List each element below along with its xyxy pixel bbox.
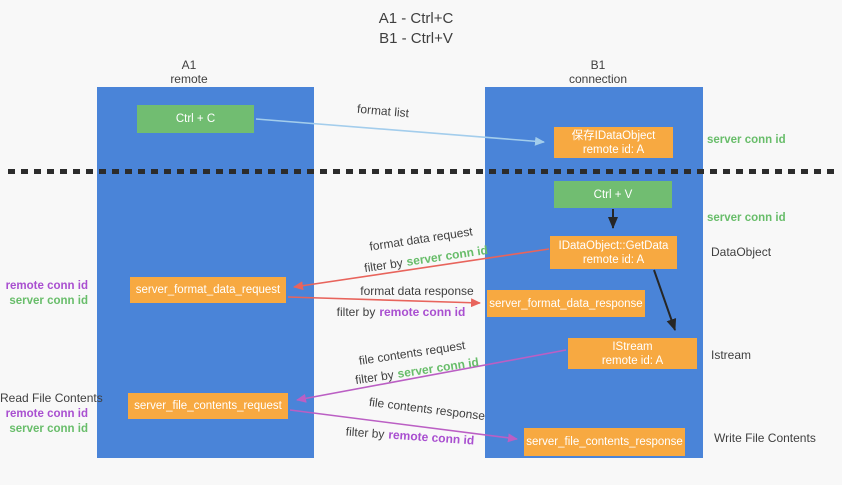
box-file-response-label: server_file_contents_response — [526, 436, 683, 448]
box-format-response-label: server_format_data_response — [489, 297, 643, 310]
left-annotation-file-conn-ids: remote conn id server conn id — [0, 407, 88, 437]
box-format-request-label: server_format_data_request — [135, 284, 281, 296]
filter-by-text: filter by — [354, 367, 395, 388]
lane-b1-name: B1 — [590, 58, 606, 72]
diagram-title: A1 - Ctrl+C B1 - Ctrl+V — [316, 9, 516, 49]
lane-b1-role: connection — [568, 72, 628, 86]
left-annotation-format-conn-ids: remote conn id server conn id — [0, 279, 88, 309]
label-format-list: format list — [356, 101, 410, 121]
filter-by-text: filter by — [345, 424, 385, 442]
right-annotation-istream: Istream — [711, 348, 752, 362]
filter-by-text: filter by — [336, 305, 376, 319]
box-getdata-line1: IDataObject::GetData — [558, 239, 669, 252]
box-save-idataobject-line2: remote id: A — [582, 143, 645, 156]
box-file-request-label: server_file_contents_request — [134, 400, 282, 412]
box-save-idataobject: 保存IDataObject remote id: A — [554, 127, 673, 158]
title-line-1: A1 - Ctrl+C — [378, 10, 454, 27]
label-format-data-response: format data response — [360, 284, 474, 298]
title-line-2: B1 - Ctrl+V — [379, 30, 453, 47]
lane-a1-name: A1 — [181, 58, 197, 72]
server-conn-id-label: server conn id — [9, 423, 88, 435]
box-ctrl-c-label: Ctrl + C — [175, 113, 216, 125]
box-server-format-data-response: server_format_data_response — [487, 290, 645, 317]
lane-header-a1: A1 remote — [119, 58, 259, 86]
server-conn-id-text: server conn id — [405, 242, 489, 269]
box-server-file-contents-response: server_file_contents_response — [524, 428, 685, 456]
filter-by-text: filter by — [363, 255, 404, 276]
box-ctrl-v-label: Ctrl + V — [593, 188, 633, 201]
box-getdata-line2: remote id: A — [582, 253, 645, 266]
box-save-idataobject-line1: 保存IDataObject — [571, 129, 656, 142]
dashed-separator-line — [8, 169, 834, 174]
label-file-contents-response: file contents response — [368, 394, 486, 424]
box-idataobject-getdata: IDataObject::GetData remote id: A — [550, 236, 677, 269]
left-annotation-read-file-contents: Read File Contents — [0, 391, 103, 405]
box-istream: IStream remote id: A — [568, 338, 697, 369]
remote-conn-id-text: remote conn id — [379, 305, 466, 319]
box-ctrl-v: Ctrl + V — [554, 181, 672, 208]
remote-conn-id-label: remote conn id — [5, 408, 88, 420]
box-ctrl-c: Ctrl + C — [137, 105, 254, 133]
box-istream-line2: remote id: A — [601, 354, 664, 367]
server-conn-id-label: server conn id — [9, 295, 88, 307]
remote-conn-id-label: remote conn id — [5, 280, 88, 292]
right-annotation-dataobject: DataObject — [711, 245, 772, 259]
right-annotation-write-file-contents: Write File Contents — [714, 431, 816, 445]
box-istream-line1: IStream — [612, 340, 653, 353]
lane-header-b1: B1 connection — [528, 58, 668, 86]
right-annotation-server-conn-id-top: server conn id — [707, 134, 786, 146]
box-server-format-data-request: server_format_data_request — [130, 277, 286, 303]
remote-conn-id-text: remote conn id — [387, 427, 475, 448]
right-annotation-server-conn-id-mid: server conn id — [707, 212, 786, 224]
lane-a1-role: remote — [170, 72, 208, 86]
box-server-file-contents-request: server_file_contents_request — [128, 393, 288, 419]
